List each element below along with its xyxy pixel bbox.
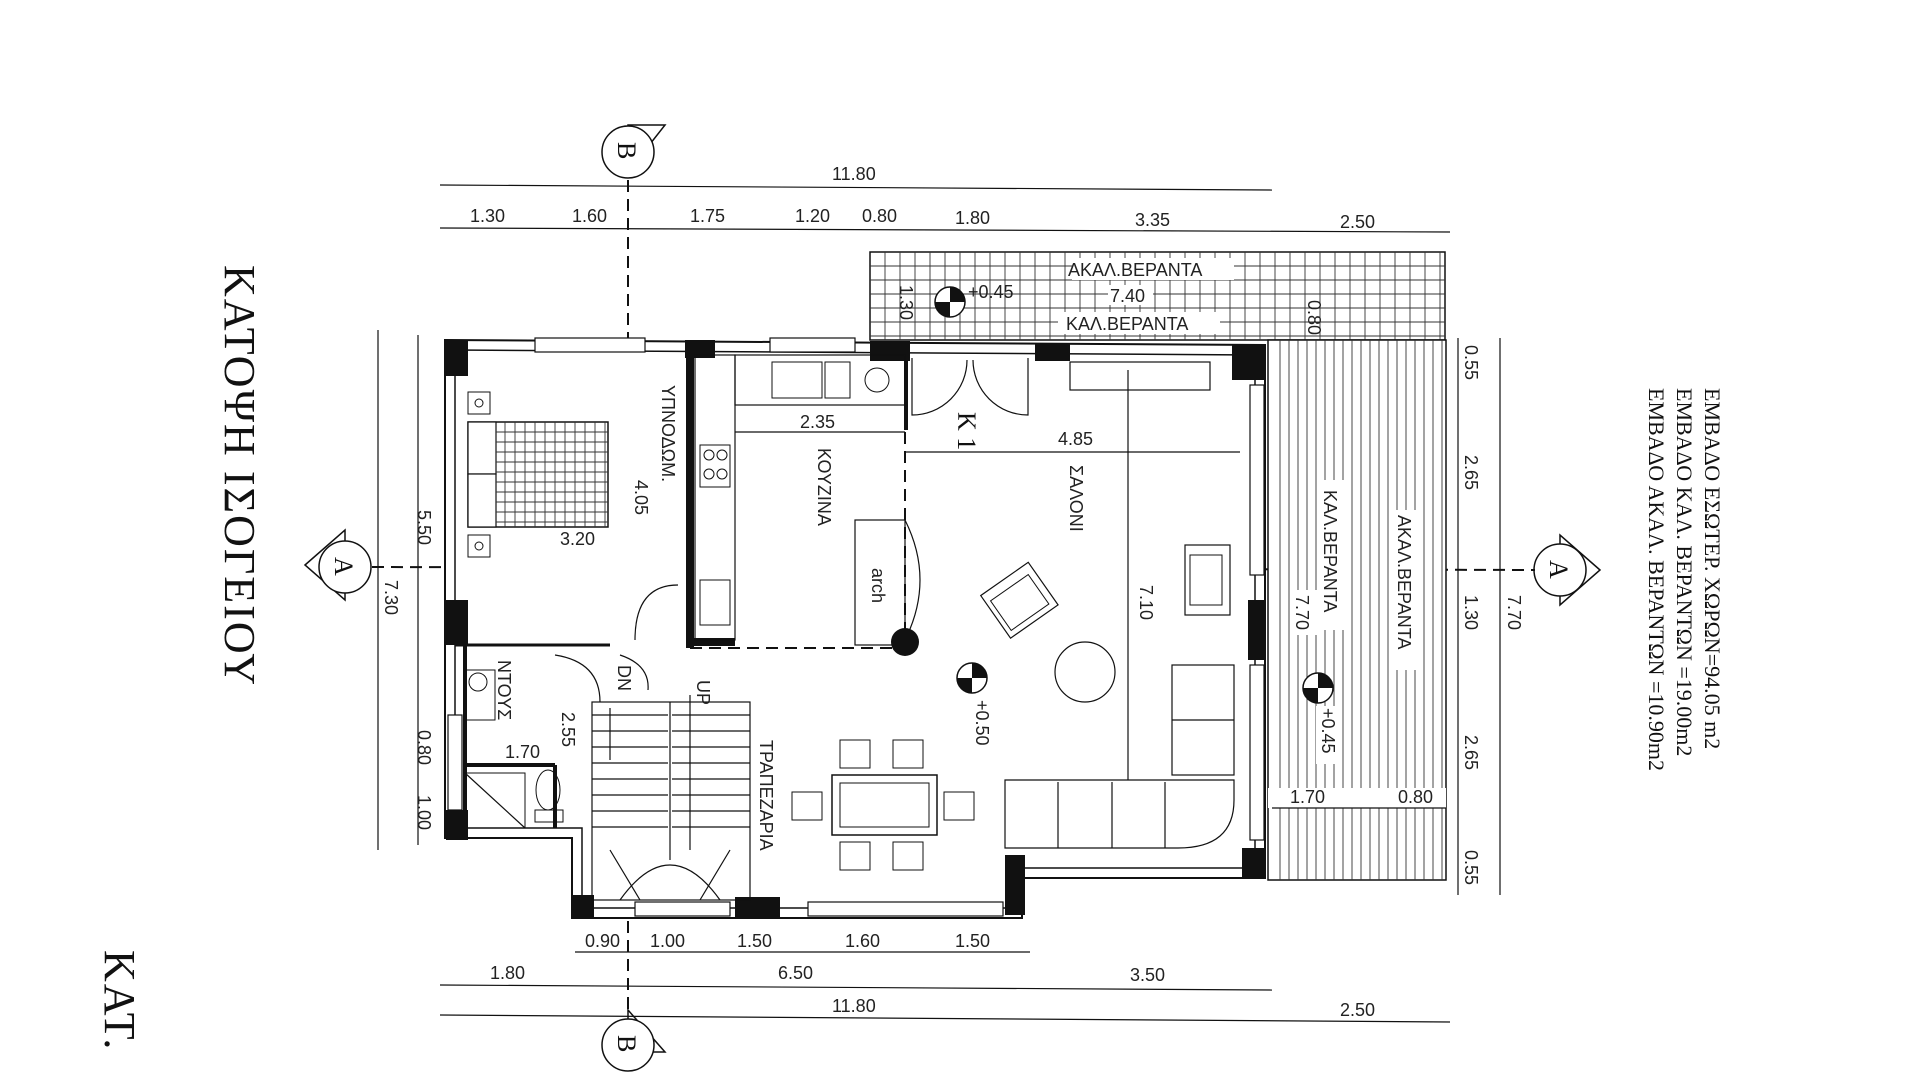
shower: ΝΤΟΥΣ 1.70 2.55 <box>464 584 679 829</box>
label-shower: ΝΤΟΥΣ <box>494 660 514 720</box>
label-covered-veranda: ΚΑΛ.ΒΕΡΑΝΤΑ <box>1320 490 1340 612</box>
level-marker-veranda-right: +0.45 <box>1302 672 1340 764</box>
svg-text:0.80: 0.80 <box>414 730 434 765</box>
label-covered-veranda-top: ΚΑΛ.ΒΕΡΑΝΤΑ <box>1066 314 1188 334</box>
svg-text:2.35: 2.35 <box>800 412 835 432</box>
dimensions-top: 11.80 1.30 1.60 1.75 1.20 0.80 1.80 3.35… <box>439 164 1451 233</box>
svg-text:0.80: 0.80 <box>862 206 897 226</box>
plan-title: ΚΑΤΟΨΗ ΙΣΟΓΕΙΟΥ <box>215 265 264 687</box>
svg-text:7.30: 7.30 <box>381 580 401 615</box>
svg-text:5.50: 5.50 <box>414 510 434 545</box>
svg-text:0.80: 0.80 <box>1304 300 1324 335</box>
svg-text:0.90: 0.90 <box>585 931 620 951</box>
svg-text:+0.45: +0.45 <box>968 282 1014 302</box>
label-bedroom: ΥΠΝΟΔΩΜ. <box>658 385 678 482</box>
svg-text:B: B <box>612 142 641 159</box>
svg-text:6.50: 6.50 <box>778 963 813 983</box>
svg-text:1.00: 1.00 <box>414 795 434 830</box>
svg-text:1.70: 1.70 <box>1290 787 1325 807</box>
svg-text:2.55: 2.55 <box>558 712 578 747</box>
level-marker-veranda-top: +0.45 <box>934 282 1014 318</box>
svg-text:1.50: 1.50 <box>955 931 990 951</box>
svg-text:2.65: 2.65 <box>1461 735 1481 770</box>
right-veranda: ΚΑΛ.ΒΕΡΑΝΤΑ ΑΚΑΛ.ΒΕΡΑΝΤΑ 7.70 1.70 0.80 … <box>1267 339 1447 881</box>
label-living-room: ΣΑΛΟΝΙ <box>1066 465 1086 532</box>
svg-text:A: A <box>329 557 358 576</box>
svg-text:7.10: 7.10 <box>1136 585 1156 620</box>
area-uncovered-veranda: ΕΜΒΑΔΟ ΑΚΑΛ. ΒΕΡΑΝΤΩΝ =10.90m2 <box>1644 388 1669 771</box>
svg-text:1.80: 1.80 <box>955 208 990 228</box>
svg-text:0.55: 0.55 <box>1461 850 1481 885</box>
svg-text:1.20: 1.20 <box>795 206 830 226</box>
svg-text:7.40: 7.40 <box>1110 286 1145 306</box>
dimensions-right: 0.55 2.65 1.30 2.65 0.55 7.70 <box>1457 338 1524 895</box>
living-room: 4.85 ΣΑΛΟΝΙ 7.10 +0.50 <box>905 361 1240 849</box>
door-k1: Κ 1 <box>911 358 1029 450</box>
label-kitchen: ΚΟΥΖΙΝΑ <box>814 448 834 526</box>
section-mark-b-bottom: B <box>601 1008 667 1072</box>
bedroom: ΥΠΝΟΔΩΜ. 4.05 3.20 <box>467 385 678 558</box>
plan-title-partial: ΚΑΤ. <box>95 950 144 1051</box>
svg-text:11.80: 11.80 <box>832 996 876 1016</box>
stairs: DN UP <box>591 654 751 901</box>
top-veranda: ΑΚΑΛ.ΒΕΡΑΝΤΑ ΚΑΛ.ΒΕΡΑΝΤΑ 7.40 1.30 0.80 … <box>869 251 1446 341</box>
svg-text:+0.45: +0.45 <box>1318 708 1338 754</box>
svg-text:3.20: 3.20 <box>560 529 595 549</box>
area-interior: ΕΜΒΑΔΟ ΕΣΩΤΕΡ. ΧΩΡΩΝ=94.05 m2 <box>1700 388 1725 749</box>
label-stair-up: UP <box>693 680 713 705</box>
svg-text:3.50: 3.50 <box>1130 965 1165 985</box>
svg-text:4.05: 4.05 <box>631 480 651 515</box>
dining: ΤΡΑΠΕΖΑΡΙΑ <box>756 739 975 871</box>
dimensions-left: 7.30 5.50 0.80 1.00 <box>377 330 434 850</box>
level-marker-main: +0.50 <box>956 662 992 746</box>
svg-text:1.60: 1.60 <box>572 206 607 226</box>
label-uncovered-veranda: ΑΚΑΛ.ΒΕΡΑΝΤΑ <box>1394 515 1414 649</box>
svg-text:1.00: 1.00 <box>650 931 685 951</box>
dimensions-bottom: 0.90 1.00 1.50 1.60 1.50 1.80 6.50 3.50 … <box>439 931 1451 1023</box>
area-covered-veranda: ΕΜΒΑΔΟ ΚΑΛ. ΒΕΡΑΝΤΩΝ =19.00m2 <box>1672 388 1697 756</box>
label-stair-down: DN <box>614 665 634 691</box>
section-mark-a-left: A <box>303 528 372 602</box>
svg-text:1.30: 1.30 <box>896 285 916 320</box>
label-dining: ΤΡΑΠΕΖΑΡΙΑ <box>756 740 776 851</box>
svg-text:11.80: 11.80 <box>832 164 876 184</box>
svg-text:2.65: 2.65 <box>1461 455 1481 490</box>
svg-text:7.70: 7.70 <box>1292 595 1312 630</box>
label-uncovered-veranda-top: ΑΚΑΛ.ΒΕΡΑΝΤΑ <box>1068 260 1202 280</box>
area-legend: ΕΜΒΑΔΟ ΕΣΩΤΕΡ. ΧΩΡΩΝ=94.05 m2 ΕΜΒΑΔΟ ΚΑΛ… <box>1644 388 1725 771</box>
svg-text:1.60: 1.60 <box>845 931 880 951</box>
svg-text:0.55: 0.55 <box>1461 345 1481 380</box>
svg-text:2.50: 2.50 <box>1340 212 1375 232</box>
svg-text:1.70: 1.70 <box>505 742 540 762</box>
section-mark-b-top: B <box>601 124 667 179</box>
svg-text:7.70: 7.70 <box>1504 595 1524 630</box>
svg-text:1.50: 1.50 <box>737 931 772 951</box>
svg-text:1.80: 1.80 <box>490 963 525 983</box>
label-arch: arch <box>868 568 888 603</box>
svg-text:1.75: 1.75 <box>690 206 725 226</box>
section-mark-a-right: A <box>1533 533 1602 607</box>
svg-text:2.50: 2.50 <box>1340 1000 1375 1020</box>
svg-text:1.30: 1.30 <box>470 206 505 226</box>
svg-text:+0.50: +0.50 <box>972 700 992 746</box>
arch: arch <box>854 519 921 656</box>
svg-text:3.35: 3.35 <box>1135 210 1170 230</box>
svg-text:1.30: 1.30 <box>1461 595 1481 630</box>
svg-text:B: B <box>612 1035 641 1052</box>
svg-text:Κ 1: Κ 1 <box>952 412 981 450</box>
svg-text:4.85: 4.85 <box>1058 429 1093 449</box>
svg-text:A: A <box>1544 560 1573 579</box>
svg-text:0.80: 0.80 <box>1398 787 1433 807</box>
